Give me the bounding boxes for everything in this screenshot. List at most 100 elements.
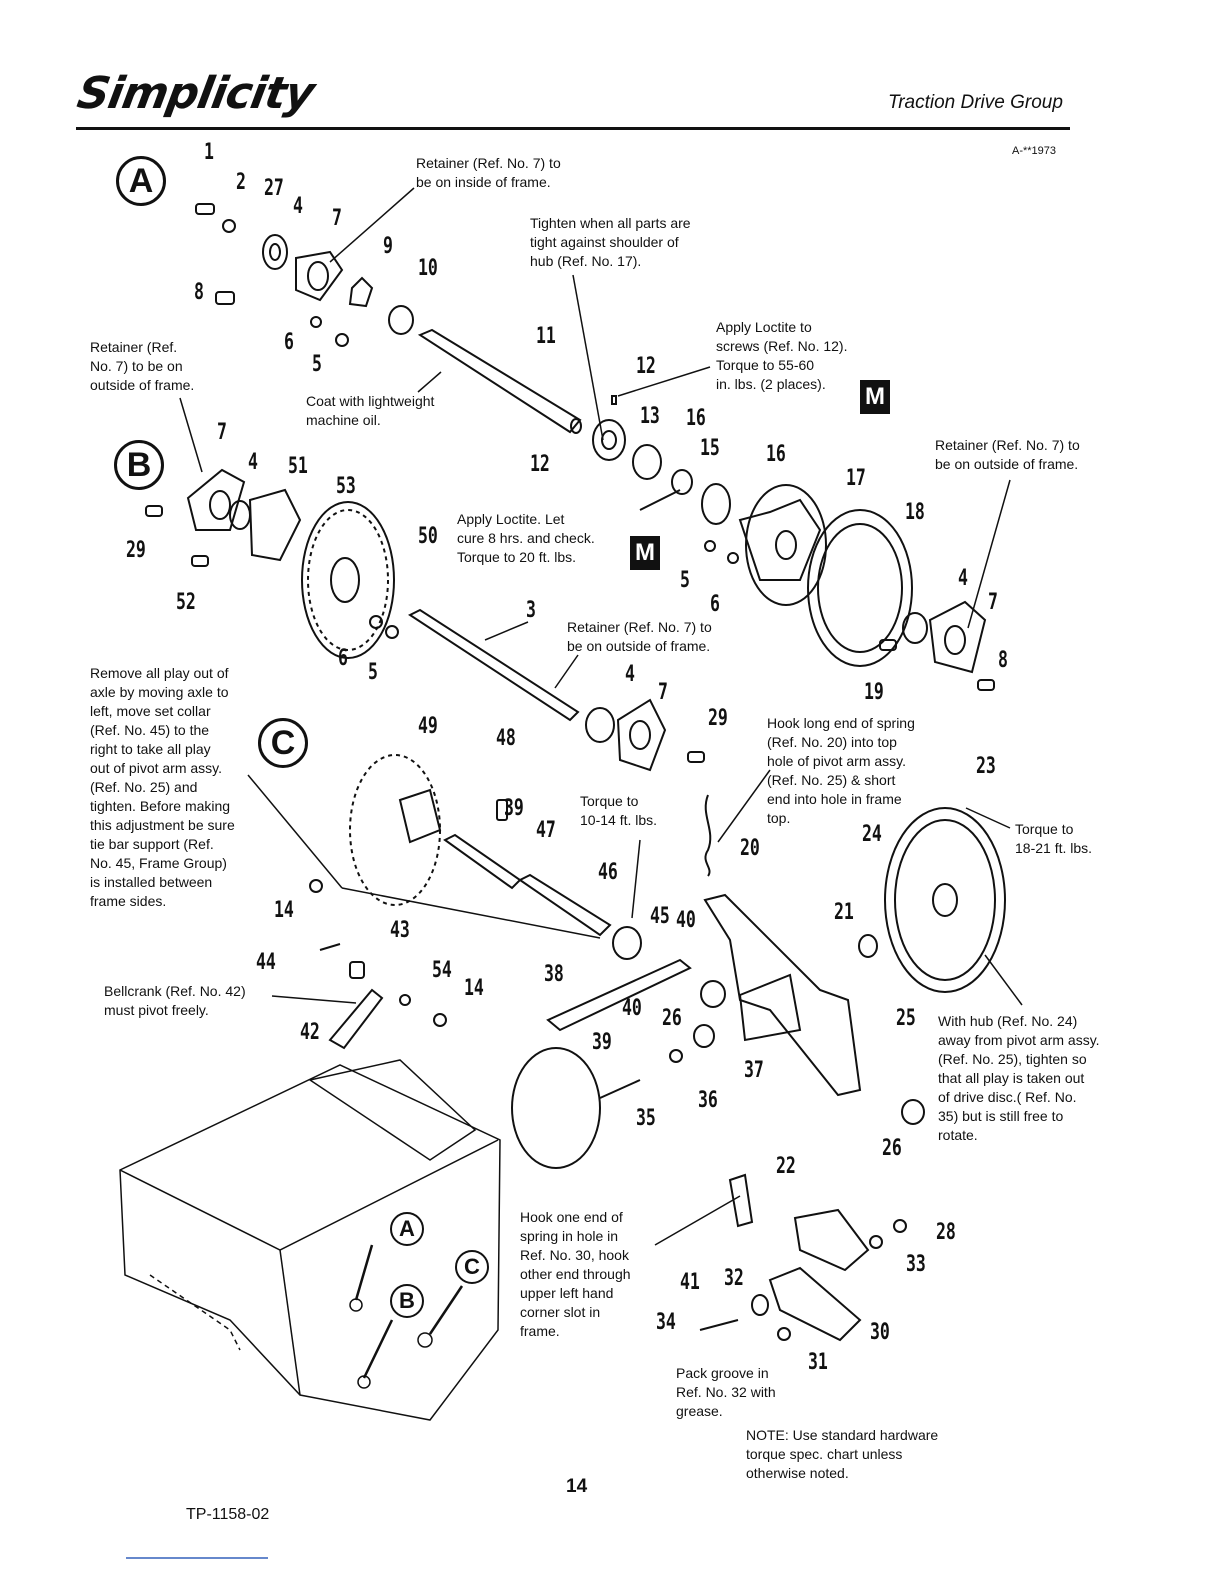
part-number: 4 — [625, 662, 635, 687]
part-number: 5 — [680, 568, 690, 593]
part-number: 16 — [766, 442, 786, 467]
part-number: 33 — [906, 1252, 926, 1277]
part-number: 6 — [284, 330, 294, 355]
part-number: 27 — [264, 176, 284, 201]
part-number: 45 — [650, 904, 670, 929]
part-number: 49 — [418, 714, 438, 739]
note-loctite-screws: Apply Loctite to screws (Ref. No. 12). T… — [716, 319, 848, 392]
part-number: 4 — [958, 566, 968, 591]
part-number: 21 — [834, 900, 854, 925]
note-retainer-outside-left: Retainer (Ref. No. 7) to be on outside o… — [90, 339, 195, 393]
part-number: 35 — [636, 1106, 656, 1131]
part-number: 11 — [536, 324, 556, 349]
part-number: 22 — [776, 1154, 796, 1179]
part-number: 19 — [864, 680, 884, 705]
note-hub-away: With hub (Ref. No. 24) away from pivot a… — [938, 1013, 1100, 1143]
part-number: 25 — [896, 1006, 916, 1031]
part-number: 52 — [176, 590, 196, 615]
part-number: 51 — [288, 454, 308, 479]
part-number: 43 — [390, 918, 410, 943]
part-number: 30 — [870, 1320, 890, 1345]
part-number: 28 — [936, 1220, 956, 1245]
service-badge-m: M — [860, 380, 890, 414]
part-number: 38 — [544, 962, 564, 987]
part-number: 5 — [312, 352, 322, 377]
part-number: 7 — [217, 420, 227, 445]
note-coat-oil: Coat with lightweight machine oil. — [306, 393, 435, 428]
part-number: 40 — [622, 996, 642, 1021]
part-number: 29 — [708, 706, 728, 731]
drawing-code: A-**1973 — [1012, 145, 1057, 157]
part-number: 32 — [724, 1266, 744, 1291]
note-loctite-cure: Apply Loctite. Let cure 8 hrs. and check… — [457, 511, 595, 565]
note-pack-groove: Pack groove in Ref. No. 32 with grease. — [676, 1365, 776, 1419]
part-number: 20 — [740, 836, 760, 861]
part-number: 26 — [882, 1136, 902, 1161]
part-number: 41 — [680, 1270, 700, 1295]
document-code: TP-1158-02 — [186, 1506, 270, 1523]
part-number: 10 — [418, 256, 438, 281]
note-hardware: NOTE: Use standard hardware torque spec.… — [746, 1427, 939, 1481]
part-number: 17 — [846, 466, 866, 491]
mid-shaft-parts — [592, 395, 995, 691]
frame-callout-b: B — [390, 1284, 424, 1318]
header-rule — [76, 127, 1070, 130]
part-number: 8 — [194, 280, 204, 305]
part-number: 53 — [336, 474, 356, 499]
part-number: 47 — [536, 818, 556, 843]
page-number: 14 — [566, 1476, 588, 1497]
note-remove-play: Remove all play out of axle by moving ax… — [90, 665, 235, 909]
part-number: 26 — [662, 1006, 682, 1031]
part-number: 44 — [256, 950, 276, 975]
part-number: 31 — [808, 1350, 828, 1375]
part-number: 36 — [698, 1088, 718, 1113]
section-title: Traction Drive Group — [888, 92, 1063, 113]
footer-underline — [126, 1557, 268, 1559]
part-number: 14 — [464, 976, 484, 1001]
part-number: 46 — [598, 860, 618, 885]
callout-a: A — [116, 156, 166, 206]
note-retainer-outside-mid: Retainer (Ref. No. 7) to be on outside o… — [567, 619, 712, 654]
callout-c: C — [258, 718, 308, 768]
note-retainer-inside: Retainer (Ref. No. 7) to be on inside of… — [416, 155, 561, 190]
part-number: 12 — [636, 354, 656, 379]
part-number: 24 — [862, 822, 882, 847]
part-number: 3 — [526, 598, 536, 623]
leader-lines — [179, 187, 1023, 1246]
note-torque-10-14: Torque to 10-14 ft. lbs. — [580, 793, 658, 828]
frame-callout-a: A — [390, 1212, 424, 1246]
part-number: 16 — [686, 406, 706, 431]
part-number: 7 — [658, 680, 668, 705]
note-tighten-hub: Tighten when all parts are tight against… — [530, 215, 691, 269]
note-hook-one-end: Hook one end of spring in hole in Ref. N… — [520, 1209, 631, 1339]
group-a-parts — [195, 203, 582, 434]
part-number: 5 — [368, 660, 378, 685]
note-hook-spring: Hook long end of spring (Ref. No. 20) in… — [767, 715, 915, 826]
note-bellcrank: Bellcrank (Ref. No. 42) must pivot freel… — [104, 983, 246, 1018]
part-number: 9 — [383, 234, 393, 259]
part-number: 18 — [905, 500, 925, 525]
part-number: 4 — [248, 450, 258, 475]
group-b-parts — [145, 468, 580, 722]
part-number: 34 — [656, 1310, 676, 1335]
part-number: 39 — [504, 796, 524, 821]
part-number: 4 — [293, 194, 303, 219]
part-number: 39 — [592, 1030, 612, 1055]
part-number: 7 — [332, 206, 342, 231]
part-number: 8 — [998, 648, 1008, 673]
frame-callout-c: C — [455, 1250, 489, 1284]
part-number: 29 — [126, 538, 146, 563]
part-number: 7 — [988, 590, 998, 615]
callout-b: B — [114, 440, 164, 490]
part-number: 13 — [640, 404, 660, 429]
part-number: 42 — [300, 1020, 320, 1045]
part-number: 1 — [204, 140, 214, 165]
part-number: 37 — [744, 1058, 764, 1083]
part-number: 6 — [338, 646, 348, 671]
part-number: 23 — [976, 754, 996, 779]
group-c-parts — [309, 698, 1006, 1342]
service-badge-m: M — [630, 536, 660, 570]
note-retainer-outside-right: Retainer (Ref. No. 7) to be on outside o… — [935, 437, 1080, 472]
part-number: 14 — [274, 898, 294, 923]
